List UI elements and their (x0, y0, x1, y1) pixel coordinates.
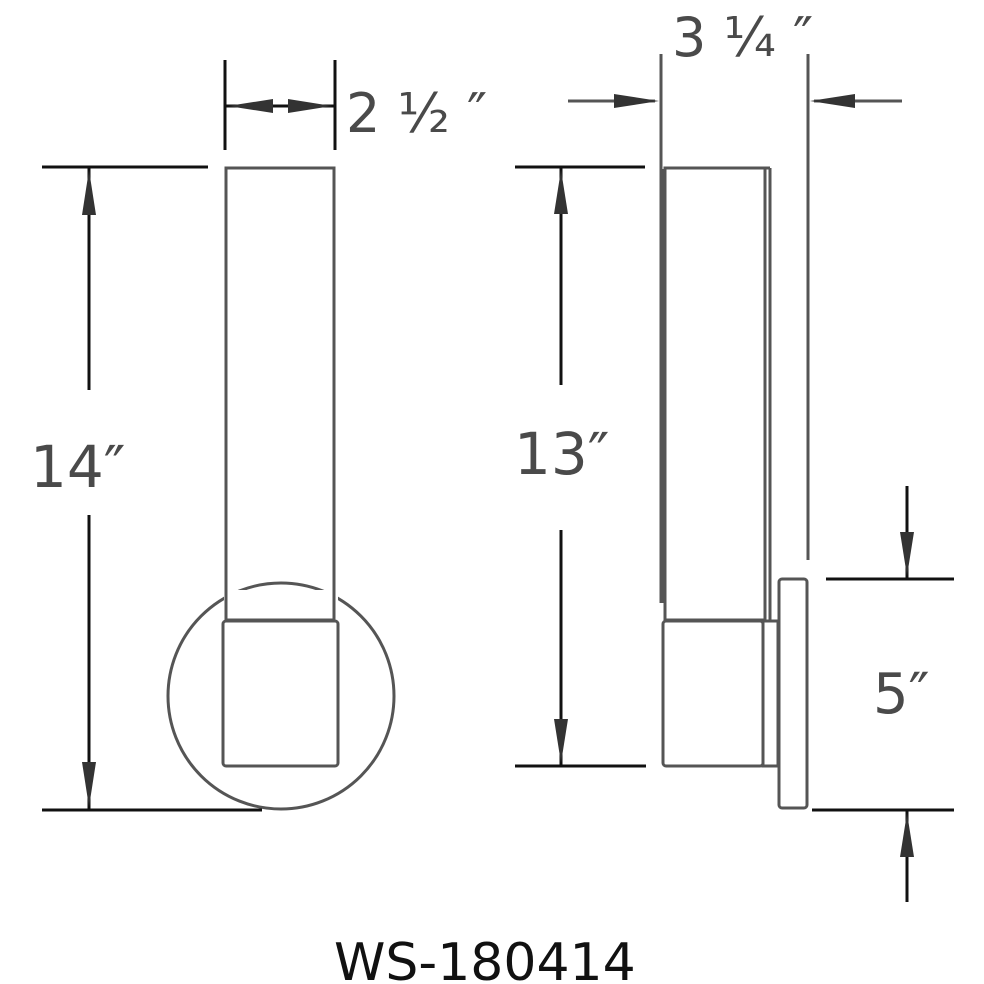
arrow-up-icon (554, 170, 568, 214)
arrow-up-icon (82, 170, 96, 215)
side-backplate (777, 577, 809, 810)
model-number: WS-180414 (334, 933, 636, 984)
front-view (42, 60, 396, 812)
arrow-down-icon (554, 719, 568, 763)
arrow-up-icon (900, 813, 914, 857)
arrow-down-icon (900, 532, 914, 576)
arrow-left-icon (810, 94, 855, 108)
arrow-down-icon (82, 762, 96, 807)
front-height-label: 14″ (30, 433, 125, 501)
front-width-label: 2 ½ ″ (346, 82, 487, 145)
arrow-right-icon (288, 99, 332, 113)
arrow-right-icon (614, 94, 659, 108)
arrow-left-icon (228, 99, 273, 113)
side-view (515, 54, 954, 902)
side-base-block (661, 619, 765, 768)
front-backplate-circle (166, 581, 396, 811)
side-height-label: 13″ (514, 420, 609, 488)
side-base-collar (761, 619, 780, 768)
front-base-block (221, 619, 340, 768)
side-glass-body (663, 166, 767, 622)
front-glass-body (224, 166, 336, 622)
side-depth-label: 3 ¼ ″ (672, 6, 813, 69)
backplate-height-label: 5″ (873, 662, 930, 727)
